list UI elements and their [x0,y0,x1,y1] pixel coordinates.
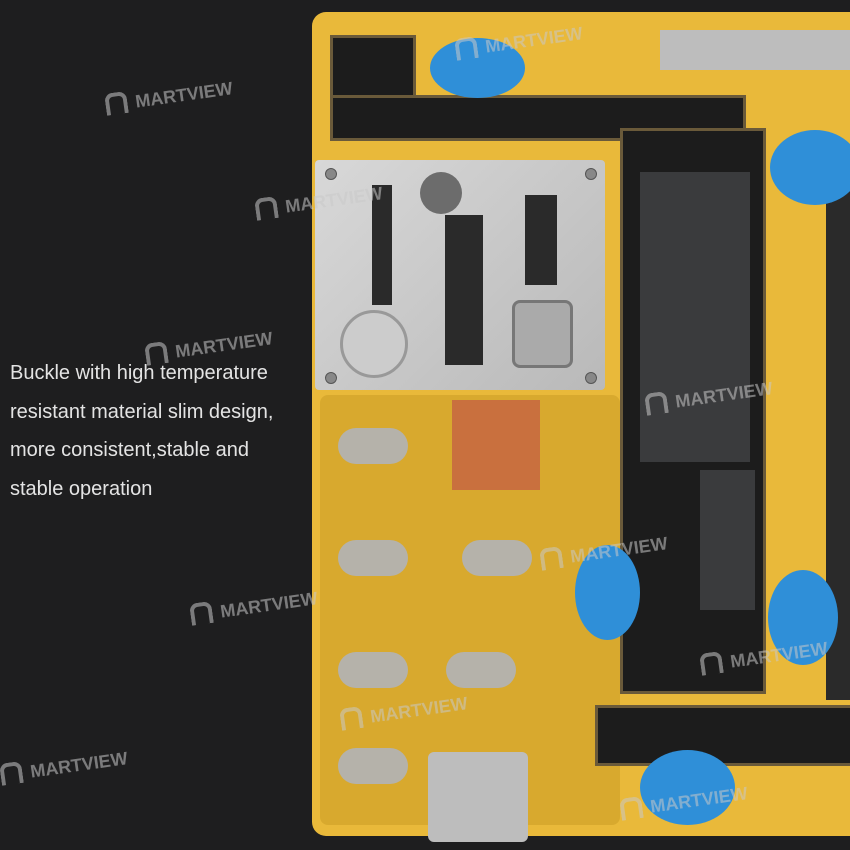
watermark: MARTVIEW [104,76,234,117]
touch-sensor [512,300,573,368]
home-button-disc [420,172,462,214]
caption-line: resistant material slim design, [10,400,274,423]
martview-logo-icon [144,340,169,366]
screw [585,168,597,180]
flex-cable [372,185,392,305]
martview-logo-icon [104,90,129,116]
slot [446,652,516,688]
martview-logo-icon [0,760,24,786]
slot [338,428,408,464]
martview-logo-icon [454,35,479,61]
shield-chip [640,172,750,462]
touch-sensor-plate [428,752,528,842]
martview-logo-icon [699,650,724,676]
chip [700,470,755,610]
blue-clip[interactable] [575,545,640,640]
caption-line: Buckle with high temperature [10,362,268,384]
martview-logo-icon [539,545,564,571]
blue-clip[interactable] [768,570,838,665]
home-button-ring [340,310,408,378]
slot [462,540,532,576]
product-caption: Buckle with high temperature resistant m… [10,354,310,508]
martview-logo-icon [189,600,214,626]
slot [338,540,408,576]
blue-clip[interactable] [770,130,850,205]
martview-logo-icon [254,195,279,221]
flex-cable [445,215,483,365]
metal-label-plate [660,30,850,70]
caption-line: more consistent,stable and [10,439,250,461]
martview-logo-icon [339,705,364,731]
martview-logo-icon [619,795,644,821]
flex-cable [525,195,557,285]
caption-line: stable operation [10,477,153,500]
screw [325,372,337,384]
screw [585,372,597,384]
ic-chip-stencil [452,400,540,490]
slot [338,652,408,688]
circuit-board [595,705,850,766]
watermark: MARTVIEW [0,746,129,787]
blue-clip[interactable] [430,38,525,98]
blue-clip[interactable] [640,750,735,825]
screw [325,168,337,180]
watermark: MARTVIEW [189,586,319,627]
slot [338,748,408,784]
martview-logo-icon [644,390,669,416]
